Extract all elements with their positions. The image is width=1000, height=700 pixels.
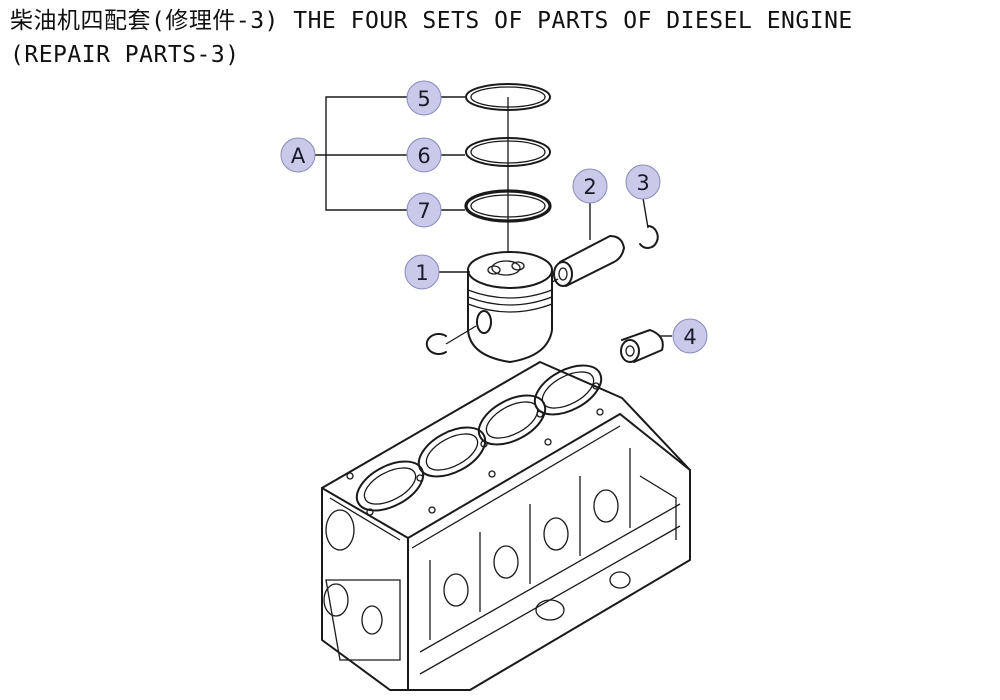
callout-2-label: 2	[583, 175, 596, 199]
snap-ring-right	[639, 225, 659, 249]
title-line-2: (REPAIR PARTS-3)	[10, 42, 240, 68]
snap-ring-leader	[445, 325, 477, 345]
leader-3	[642, 197, 649, 229]
callout-a-label: A	[291, 144, 306, 168]
callout-2: 2	[572, 168, 608, 204]
callout-6-label: 6	[417, 144, 430, 168]
piston-pin	[553, 235, 625, 287]
bushing	[620, 329, 664, 363]
piston	[467, 251, 553, 363]
callout-a: A	[280, 137, 316, 173]
callout-4-label: 4	[683, 325, 696, 349]
diagram-title: 柴油机四配套(修理件-3) THE FOUR SETS OF PARTS OF …	[10, 4, 990, 72]
callout-5-label: 5	[417, 87, 430, 111]
callout-3-label: 3	[636, 171, 649, 195]
engine-block	[321, 361, 691, 691]
callout-1-label: 1	[415, 261, 428, 285]
callout-6: 6	[406, 137, 442, 173]
title-line-1: 柴油机四配套(修理件-3) THE FOUR SETS OF PARTS OF …	[10, 8, 853, 34]
callout-7-label: 7	[417, 199, 430, 223]
callout-7: 7	[406, 192, 442, 228]
callout-1: 1	[404, 254, 440, 290]
pin-leader	[551, 278, 559, 283]
snap-ring-left	[425, 333, 447, 355]
callout-5: 5	[406, 80, 442, 116]
callout-4: 4	[672, 318, 708, 354]
callout-3: 3	[625, 164, 661, 200]
